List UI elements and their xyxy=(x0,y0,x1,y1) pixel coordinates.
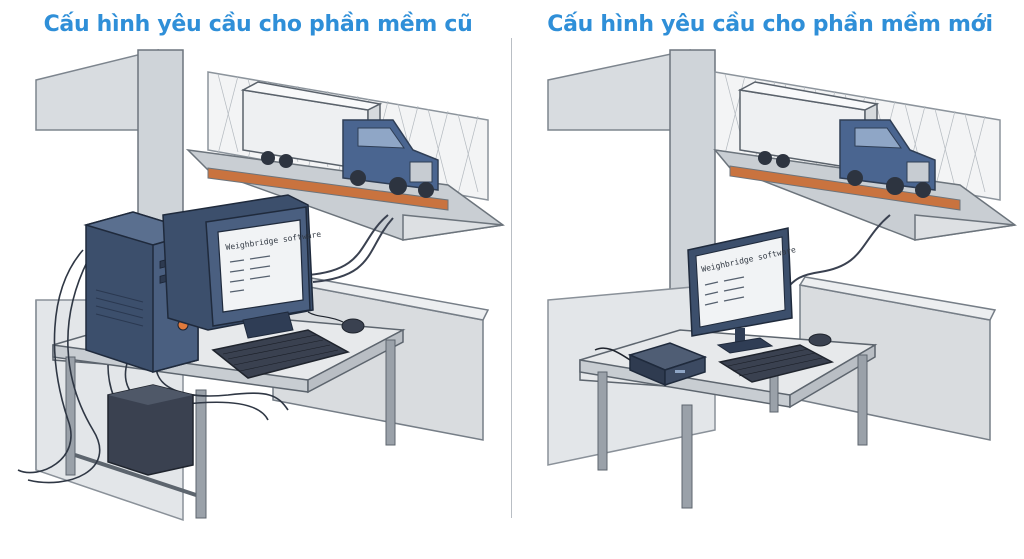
weighbridge-icon xyxy=(713,148,1017,241)
old-setup-title: Cấu hình yêu cầu cho phần mềm cũ xyxy=(43,12,473,37)
panel-divider xyxy=(511,38,512,518)
new-setup-illustration: Weighbridge software xyxy=(547,49,1017,509)
back-wall xyxy=(547,49,691,131)
mini-pc-icon xyxy=(594,342,708,387)
keyboard-icon xyxy=(718,344,835,383)
old-setup-panel: Cấu hình yêu cầu cho phần mềm cũ xyxy=(8,0,508,559)
mouse-icon xyxy=(341,318,365,334)
new-setup-panel: Cấu hình yêu cầu cho phần mềm mới xyxy=(520,0,1020,559)
crt-monitor-icon: Weighbridge software xyxy=(162,194,322,339)
weighbridge-icon xyxy=(185,148,505,241)
flat-monitor-icon: Weighbridge software xyxy=(687,227,797,354)
mouse-icon xyxy=(808,333,832,347)
cable xyxy=(789,214,891,286)
old-setup-illustration: Weighbridge software xyxy=(17,49,505,522)
ups-icon xyxy=(107,384,194,476)
keyboard-icon xyxy=(211,329,351,379)
new-setup-title: Cấu hình yêu cầu cho phần mềm mới xyxy=(547,12,993,37)
truck-icon xyxy=(240,81,439,198)
truck-icon xyxy=(737,81,936,198)
